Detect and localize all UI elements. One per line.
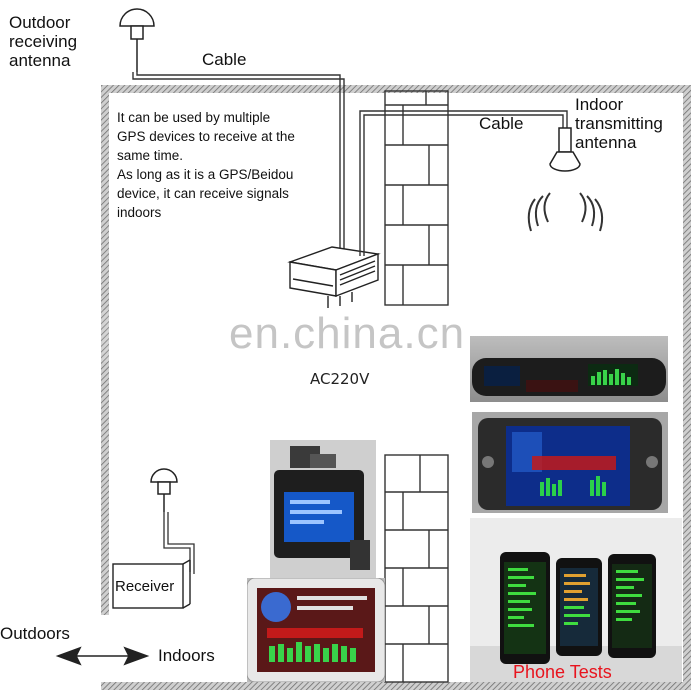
phones-art xyxy=(470,518,682,682)
phone-left xyxy=(500,552,550,664)
photo-phone-tests: Phone Tests xyxy=(470,518,682,682)
indoor-antenna-label-line2: transmitting xyxy=(575,114,663,133)
brick-wall-upper xyxy=(384,90,449,306)
outdoor-antenna-label-line2: receiving xyxy=(9,32,78,51)
phone-right xyxy=(608,554,656,658)
phone-middle xyxy=(556,558,602,656)
description-line4: As long as it is a GPS/Beidou xyxy=(117,167,294,182)
photo-tablet xyxy=(247,578,385,682)
description-text: It can be used by multiple GPS devices t… xyxy=(117,108,377,222)
outdoor-antenna-label: Outdoor receiving antenna xyxy=(9,13,77,70)
outdoor-antenna-label-line1: Outdoor xyxy=(9,13,71,32)
car-navigation-art xyxy=(472,412,668,513)
description-line5: device, it can receive signals xyxy=(117,186,289,201)
photo-mirror-device xyxy=(470,336,668,402)
handheld-device-art xyxy=(270,440,376,578)
indoor-antenna-label: Indoor transmitting antenna xyxy=(575,95,663,152)
splitter-box-icon xyxy=(287,246,381,308)
description-line3: same time. xyxy=(117,148,184,163)
cable-right-label: Cable xyxy=(479,114,524,133)
outdoor-antenna-icon xyxy=(119,8,155,72)
tablet-art xyxy=(247,578,385,682)
description-line6: indoors xyxy=(117,205,162,220)
indoor-antenna-icon xyxy=(549,127,581,172)
outdoor-antenna-label-line3: antenna xyxy=(9,51,71,70)
in-out-arrow xyxy=(55,646,150,666)
receiver-box xyxy=(112,559,191,609)
cable-top-label: Cable xyxy=(202,50,247,69)
brick-wall-lower xyxy=(384,454,449,683)
indoor-antenna-label-line3: antenna xyxy=(575,133,637,152)
cable-right xyxy=(359,110,568,256)
indoors-label: Indoors xyxy=(158,646,215,665)
watermark: en.china.cn xyxy=(229,309,466,358)
phone-tests-label: Phone Tests xyxy=(513,662,612,682)
description-line1: It can be used by multiple xyxy=(117,110,271,125)
receiver-label: Receiver xyxy=(115,578,175,595)
photo-handheld-device xyxy=(270,440,376,578)
signal-waves-icon xyxy=(527,192,604,232)
outdoors-label: Outdoors xyxy=(0,624,70,643)
small-antenna-icon xyxy=(150,468,178,512)
photo-car-navigation xyxy=(472,412,668,513)
power-label: AC220V xyxy=(310,370,370,388)
description-line2: GPS devices to receive at the xyxy=(117,129,295,144)
indoor-antenna-label-line1: Indoor xyxy=(575,95,624,114)
mirror-device-art xyxy=(472,358,666,396)
cable-top xyxy=(132,72,345,250)
